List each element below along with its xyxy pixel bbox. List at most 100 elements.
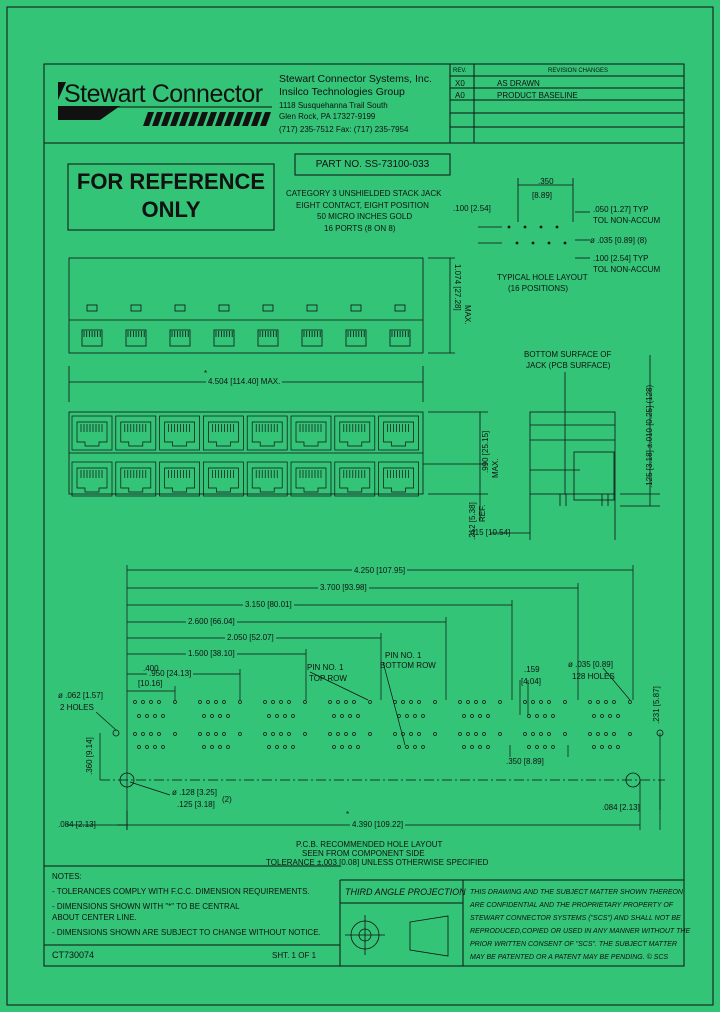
pcb-pin1-bot-1: PIN NO. 1 (385, 651, 422, 660)
hole-caption-2: (16 POSITIONS) (508, 284, 569, 293)
third-angle-projection: THIRD ANGLE PROJECTION (345, 887, 466, 897)
pcb-dim-035-b: 128 HOLES (572, 672, 615, 681)
hole-dim-350: .350 (538, 177, 554, 186)
pcb-dim-950: .950 [24.13] (147, 669, 194, 678)
projection-symbol (345, 915, 449, 957)
hole-note-100: .100 [2.54] TYP (593, 254, 649, 263)
sheet-number: SHT. 1 OF 1 (272, 951, 317, 960)
pcb-dim-400-b: [10.16] (138, 679, 163, 688)
front-width-dim: 4.504 [114.40] MAX. (206, 377, 283, 386)
hole-note-050: .050 [1.27] TYP (593, 205, 649, 214)
pcb-dim-2050: 2.050 [52.07] (225, 633, 276, 642)
reference-banner-box (67, 163, 275, 231)
side-label-1: BOTTOM SURFACE OF (524, 350, 612, 359)
company-name: Stewart Connector Systems, Inc. (279, 73, 432, 85)
part-desc-3: 50 MICRO INCHES GOLD (317, 212, 413, 221)
typical-hole-layout (478, 178, 590, 259)
pcb-dim-084-left: .084 [2.13] (58, 820, 96, 829)
confidential-6: MAY BE PATENTED OR A PATENT MAY BE PENDI… (470, 954, 669, 961)
company-address-1: 1118 Susquehanna Trail South (279, 101, 388, 110)
pcb-dim-3150: 3.150 [80.01] (243, 600, 294, 609)
side-dim-415: .415 [10.54] (468, 528, 511, 537)
company-group: Insilco Technologies Group (279, 86, 405, 98)
revision-rev-a0: A0 (455, 91, 465, 100)
pcb-dim-4390: 4.390 [109.22] (350, 820, 406, 829)
part-desc-1: CATEGORY 3 UNSHIELDED STACK JACK (286, 189, 442, 198)
typical-hole-dots (507, 225, 567, 245)
revision-rev-x0: X0 (455, 79, 465, 88)
pcb-dim-360: .360 [9.14] (85, 737, 94, 775)
part-number-box (294, 153, 451, 176)
pcb-dim-4250: 4.250 [107.95] (352, 566, 408, 575)
pcb-dim-128: ø .128 [3.25] (172, 788, 217, 797)
part-desc-4: 16 PORTS (8 ON 8) (324, 224, 396, 233)
confidential-1: THIS DRAWING AND THE SUBJECT MATTER SHOW… (470, 889, 683, 896)
pcb-dim-035-a: ø .035 [0.89] (568, 660, 613, 669)
part-desc-2: EIGHT CONTACT, EIGHT POSITION (296, 201, 429, 210)
top-view (68, 257, 455, 354)
notes-header: NOTES: (52, 872, 82, 881)
pcb-dim-2-holes: (2) (222, 795, 232, 804)
note-3: - DIMENSIONS SHOWN ARE SUBJECT TO CHANGE… (52, 928, 321, 937)
front-width-star: * (204, 369, 208, 378)
front-ref-label: REF. (478, 504, 487, 522)
pcb-pin1-top-2: TOP ROW (309, 674, 347, 683)
inner-border (43, 63, 685, 967)
hole-dim-889: [8.89] (532, 191, 553, 200)
front-view-ports (71, 415, 419, 497)
side-dim-125: .125 [3.18] ±.010 [0.25] (128) (645, 384, 654, 488)
company-logo-text: Stewart Connector (64, 80, 263, 108)
front-height-max: MAX. (491, 458, 500, 478)
pcb-dim-062-a: ø .062 [1.57] (58, 691, 103, 700)
note-1: - TOLERANCES COMPLY WITH F.C.C. DIMENSIO… (52, 887, 310, 896)
pcb-dim-159-b: [4.04] (521, 677, 542, 686)
part-number: PART NO. SS-73100-033 (315, 159, 430, 170)
side-label-2: JACK (PCB SURFACE) (526, 361, 611, 370)
outer-border (6, 6, 714, 1006)
hole-dim-100: .100 [2.54] (453, 204, 491, 213)
pcb-dim-4390-star: * (346, 810, 350, 819)
note-2b: ABOUT CENTER LINE. (52, 913, 137, 922)
confidential-3: STEWART CONNECTOR SYSTEMS ("SCS") AND SH… (470, 915, 681, 922)
pcb-hole-array (133, 700, 632, 749)
pcb-dim-159-a: .159 (524, 665, 540, 674)
pcb-dim-125: .125 [3.18] (177, 800, 215, 809)
pcb-dim-3700: 3.700 [93.98] (318, 583, 369, 592)
front-view (68, 366, 488, 520)
hole-tol-1: TOL NON-ACCUM (593, 216, 661, 225)
top-view-max: MAX. (463, 305, 472, 325)
revision-col-changes: REVISION CHANGES (548, 68, 609, 74)
side-view (490, 355, 660, 540)
reference-banner-line2: ONLY (141, 197, 201, 222)
pcb-pin1-bot-2: BOTTOM ROW (380, 661, 436, 670)
confidential-4: REPRODUCED,COPIED OR USED IN ANY MANNER … (470, 928, 691, 935)
revision-col-rev: REV. (453, 68, 467, 74)
pcb-dimension-lines (67, 565, 665, 830)
pcb-dim-1500: 1.500 [38.10] (186, 649, 237, 658)
pcb-dim-350: .350 [8.89] (506, 757, 544, 766)
top-view-height-dim: 1.074 [27.28] (453, 264, 462, 311)
pcb-dim-062-b: 2 HOLES (60, 703, 94, 712)
pcb-pin1-top-1: PIN NO. 1 (307, 663, 344, 672)
revision-change-a0: PRODUCT BASELINE (497, 91, 578, 100)
notes-divider (44, 865, 684, 966)
pcb-caption-2: SEEN FROM COMPONENT SIDE (302, 849, 425, 858)
revision-table-grid (449, 63, 685, 144)
note-2a: - DIMENSIONS SHOWN WITH "*" TO BE CENTRA… (52, 902, 240, 911)
hole-caption-1: TYPICAL HOLE LAYOUT (497, 273, 588, 282)
drawing-number: CT730074 (52, 950, 95, 960)
pcb-dim-2600: 2.600 [66.04] (186, 617, 237, 626)
pcb-caption-1: P.C.B. RECOMMENDED HOLE LAYOUT (296, 840, 443, 849)
company-address-2: Glen Rock, PA 17327-9199 (279, 112, 376, 121)
reference-banner-line1: FOR REFERENCE (76, 169, 266, 194)
company-phone: (717) 235-7512 Fax: (717) 235-7954 (279, 125, 409, 134)
pcb-mount-holes (112, 729, 664, 788)
revision-change-x0: AS DRAWN (497, 79, 540, 88)
pcb-dim-231: .231 [5.87] (652, 686, 661, 724)
hole-tol-2: TOL NON-ACCUM (593, 265, 661, 274)
company-logo (58, 82, 272, 126)
confidential-5: PRIOR WRITTEN CONSENT OF "SCS". THE SUBJ… (470, 941, 677, 948)
pcb-dim-084-right: .084 [2.13] (602, 803, 640, 812)
pcb-dim-400-a: .400 (143, 664, 159, 673)
